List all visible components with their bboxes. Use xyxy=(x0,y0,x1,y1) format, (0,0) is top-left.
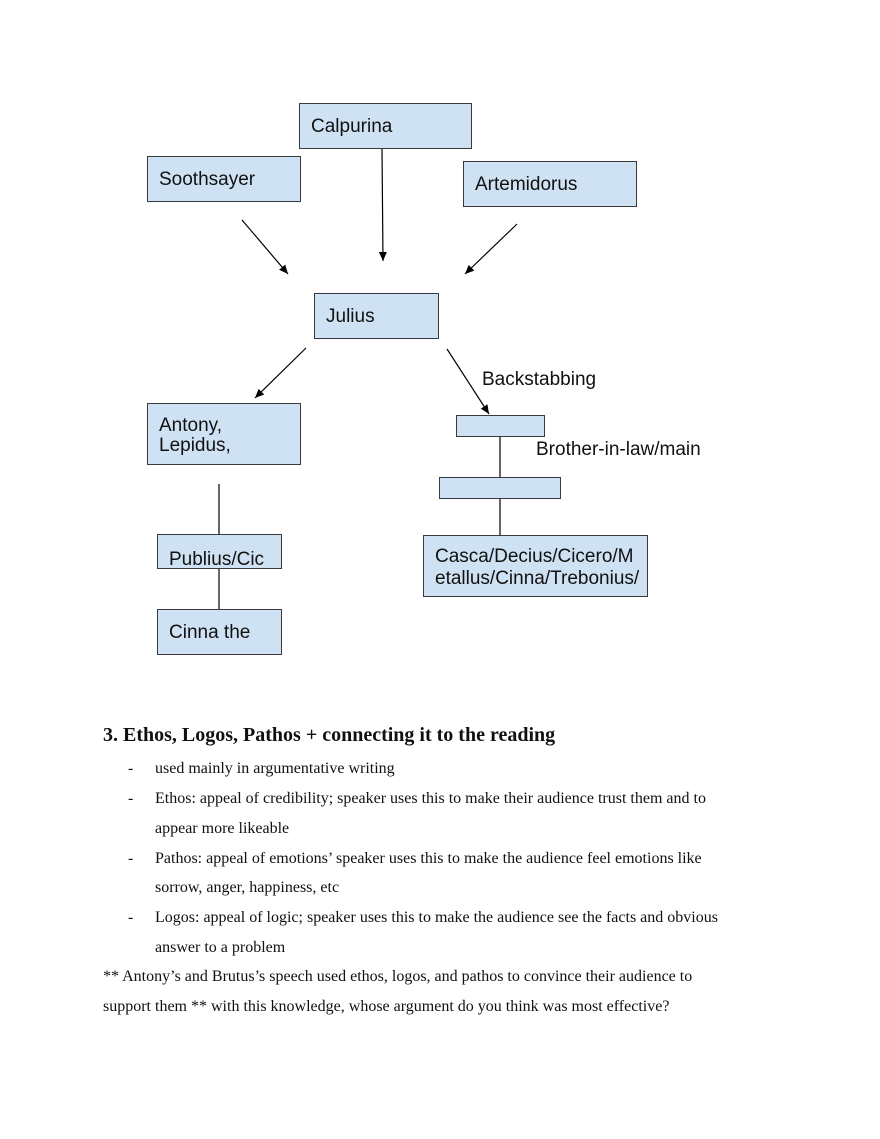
bullet-line: sorrow, anger, happiness, etc xyxy=(155,879,340,896)
node-cassius xyxy=(439,477,561,499)
node-publius-cicero: Publius/Cic xyxy=(157,534,282,569)
node-artemidorus: Artemidorus xyxy=(463,161,637,207)
node-soothsayer: Soothsayer xyxy=(147,156,301,202)
node-cinna-poet-label: Cinna the xyxy=(169,622,251,643)
bullet-dash: - xyxy=(128,909,134,926)
bullet-line: Logos: appeal of logic; speaker uses thi… xyxy=(155,909,718,926)
node-antony-lepidus-label: Antony, Lepidus, xyxy=(159,416,231,456)
label-backstabbing-text: Backstabbing xyxy=(482,369,597,390)
node-julius: Julius xyxy=(314,293,439,339)
arrow-calpurina-julius xyxy=(378,148,387,262)
node-conspirators-label: Casca/Decius/Cicero/M etallus/Cinna/Treb… xyxy=(435,546,640,589)
node-antony-lepidus: Antony, Lepidus, xyxy=(147,403,301,465)
arrow-julius-antony xyxy=(254,347,307,399)
node-publius-label: Publius/Cic xyxy=(169,549,265,569)
arrow-artemidorus-julius xyxy=(464,223,518,275)
arrow-julius-brutus xyxy=(446,348,490,415)
bullet-line: Pathos: appeal of emotions’ speaker uses… xyxy=(155,850,702,867)
bullet-dash: - xyxy=(128,790,134,807)
bullet-dash: - xyxy=(128,850,134,867)
node-conspirators: Casca/Decius/Cicero/M etallus/Cinna/Treb… xyxy=(423,535,648,597)
section-heading: 3. Ethos, Logos, Pathos + connecting it … xyxy=(103,724,556,746)
node-soothsayer-label: Soothsayer xyxy=(159,169,256,190)
bullet-line: answer to a problem xyxy=(155,939,286,956)
node-calpurina-label: Calpurina xyxy=(311,116,393,137)
node-julius-label: Julius xyxy=(326,306,375,327)
bullet-line: Ethos: appeal of credibility; speaker us… xyxy=(155,790,706,807)
bullet-line: appear more likeable xyxy=(155,820,290,837)
bullet-dash: - xyxy=(128,760,134,777)
label-backstabbing: Backstabbing xyxy=(482,369,642,395)
diagram-connectors xyxy=(218,148,518,609)
label-brother-in-law: Brother-in-law/main xyxy=(536,439,736,465)
arrow-soothsayer-julius xyxy=(241,219,289,275)
bullet-line: used mainly in argumentative writing xyxy=(155,760,395,777)
label-brother-in-law-text: Brother-in-law/main xyxy=(536,439,701,460)
closing-line: support them ** with this knowledge, who… xyxy=(103,998,670,1015)
closing-line: ** Antony’s and Brutus’s speech used eth… xyxy=(103,968,693,985)
node-cinna-poet: Cinna the xyxy=(157,609,282,655)
node-brutus xyxy=(456,415,545,437)
node-calpurina: Calpurina xyxy=(299,103,472,149)
node-artemidorus-label: Artemidorus xyxy=(475,174,578,195)
